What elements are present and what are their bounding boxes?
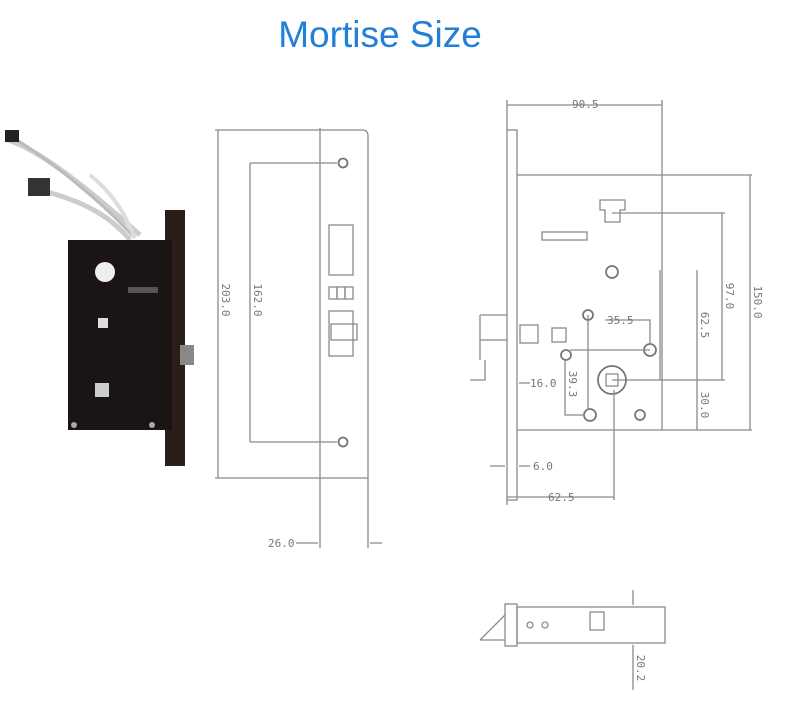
dim-16: 16.0: [530, 377, 557, 390]
lock-photo: [5, 130, 194, 466]
dim-20-2: 20.2: [634, 655, 647, 682]
dim-35-5: 35.5: [607, 314, 634, 327]
dim-6: 6.0: [533, 460, 553, 473]
side-view-drawing: [470, 100, 752, 505]
dim-162: 162.0: [251, 283, 264, 316]
dim-62-5-vert: 62.5: [698, 312, 711, 339]
dim-150: 150.0: [751, 285, 764, 318]
bottom-view-drawing: [479, 590, 666, 690]
front-view-drawing: [215, 128, 382, 548]
page-title: Mortise Size: [278, 14, 482, 55]
dim-62-5-bottom: 62.5: [548, 491, 575, 504]
dim-39-3: 39.3: [566, 371, 579, 398]
dim-203: 203.0: [219, 283, 232, 316]
dim-90-5: 90.5: [572, 98, 599, 111]
dim-26: 26.0: [268, 537, 295, 550]
dim-30: 30.0: [698, 392, 711, 419]
dim-97: 97.0: [723, 283, 736, 310]
